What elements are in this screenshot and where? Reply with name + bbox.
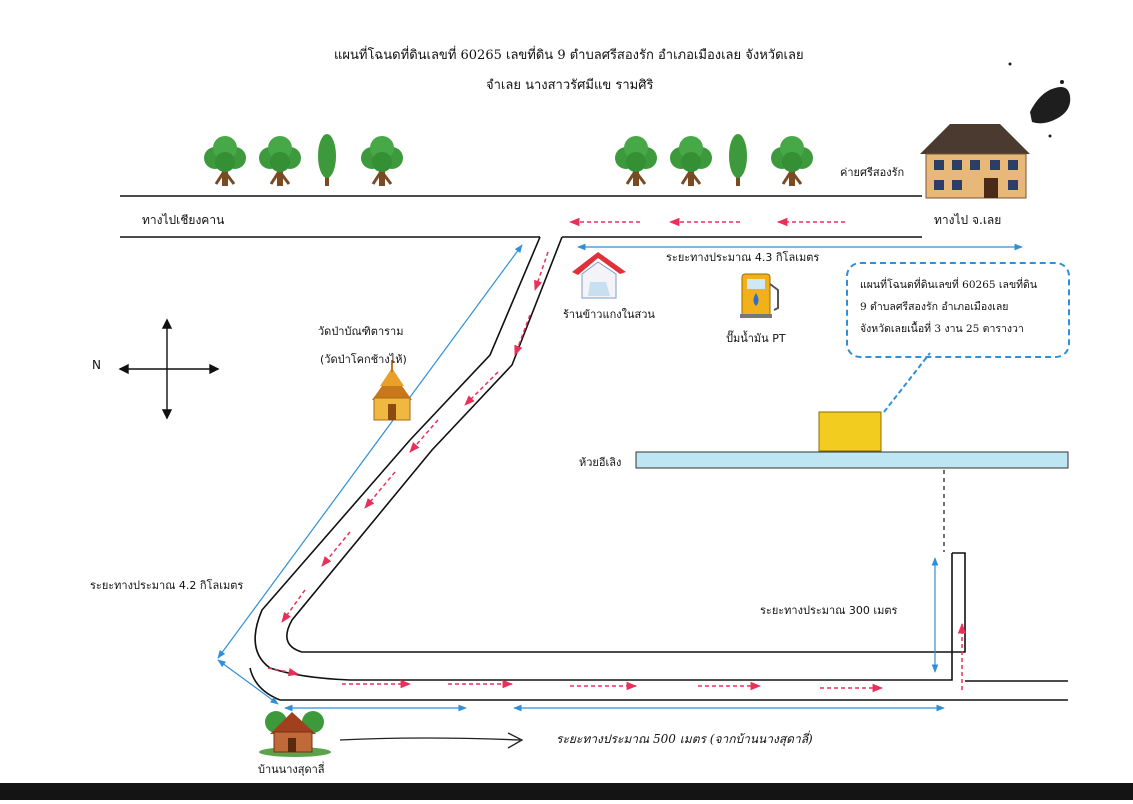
callout-pointer [883, 352, 931, 413]
tree-icon [769, 134, 815, 188]
house-label: บ้านนางสุดาลี่ [258, 763, 325, 776]
compass-icon [118, 318, 220, 420]
temple-label-line2: (วัดป่าโคกช้างไห้) [320, 353, 407, 366]
map-title: แผนที่โฉนดที่ดินเลขที่ 60265 เลขที่ดิน 9… [334, 48, 804, 63]
distance-label-300: ระยะทางประมาณ 300 เมตร [760, 604, 898, 617]
tree-icon [257, 134, 303, 188]
handwritten-arrow [339, 732, 524, 749]
distance-label-4-3: ระยะทางประมาณ 4.3 กิโลเมตร [666, 251, 820, 264]
ink-blot [1008, 62, 1071, 138]
land-plot-callout: แผนที่โฉนดที่ดินเลขที่ 60265 เลขที่ดิน 9… [846, 262, 1070, 358]
distance-label-4-2: ระยะทางประมาณ 4.2 กิโลเมตร [90, 579, 244, 592]
callout-line: แผนที่โฉนดที่ดินเลขที่ 60265 เลขที่ดิน [860, 279, 1038, 291]
handwritten-note: ระยะทางประมาณ 500 เมตร (จากบ้านนางสุดาลี… [556, 732, 813, 746]
tree-icon [668, 134, 714, 188]
temple-label-line1: วัดป่าบัณฑิตาราม [318, 325, 404, 338]
road-label-chiang-khan: ทางไปเชียงคาน [142, 213, 225, 227]
scan-edge [0, 783, 1133, 800]
land-plot [818, 411, 882, 452]
creek [635, 451, 1069, 469]
temple-icon [372, 360, 412, 421]
tree-icon [202, 134, 248, 188]
tree-icon [613, 134, 659, 188]
gas-pump-icon [740, 273, 779, 318]
callout-line: 9 ตำบลศรีสองรัก อำเภอเมืองเลย [860, 301, 1009, 313]
tree-icon [729, 134, 747, 186]
camp-label: ค่ายศรีสองรัก [840, 166, 905, 179]
top-road [120, 195, 922, 238]
road-label-loei: ทางไป จ.เลย [934, 213, 1002, 227]
tree-group-right [613, 134, 815, 188]
tree-group-left [202, 134, 405, 188]
distance-arrows [217, 243, 1023, 712]
creek-label: ห้วยอีเลิง [579, 456, 622, 469]
house-icon [920, 124, 1030, 199]
restaurant-icon [572, 252, 626, 299]
defendant-name: จำเลย นางสาวรัศมีแข รามศิริ [486, 78, 654, 93]
cottage-icon [259, 711, 331, 757]
tree-icon [359, 134, 405, 188]
gas-station-label: ปั๊มน้ำมัน PT [726, 332, 786, 345]
callout-line: จังหวัดเลยเนื้อที่ 3 งาน 25 ตารางวา [860, 323, 1024, 335]
restaurant-label: ร้านข้าวแกงในสวน [563, 308, 655, 321]
tree-icon [318, 134, 336, 186]
compass-north-label: N [92, 358, 101, 372]
